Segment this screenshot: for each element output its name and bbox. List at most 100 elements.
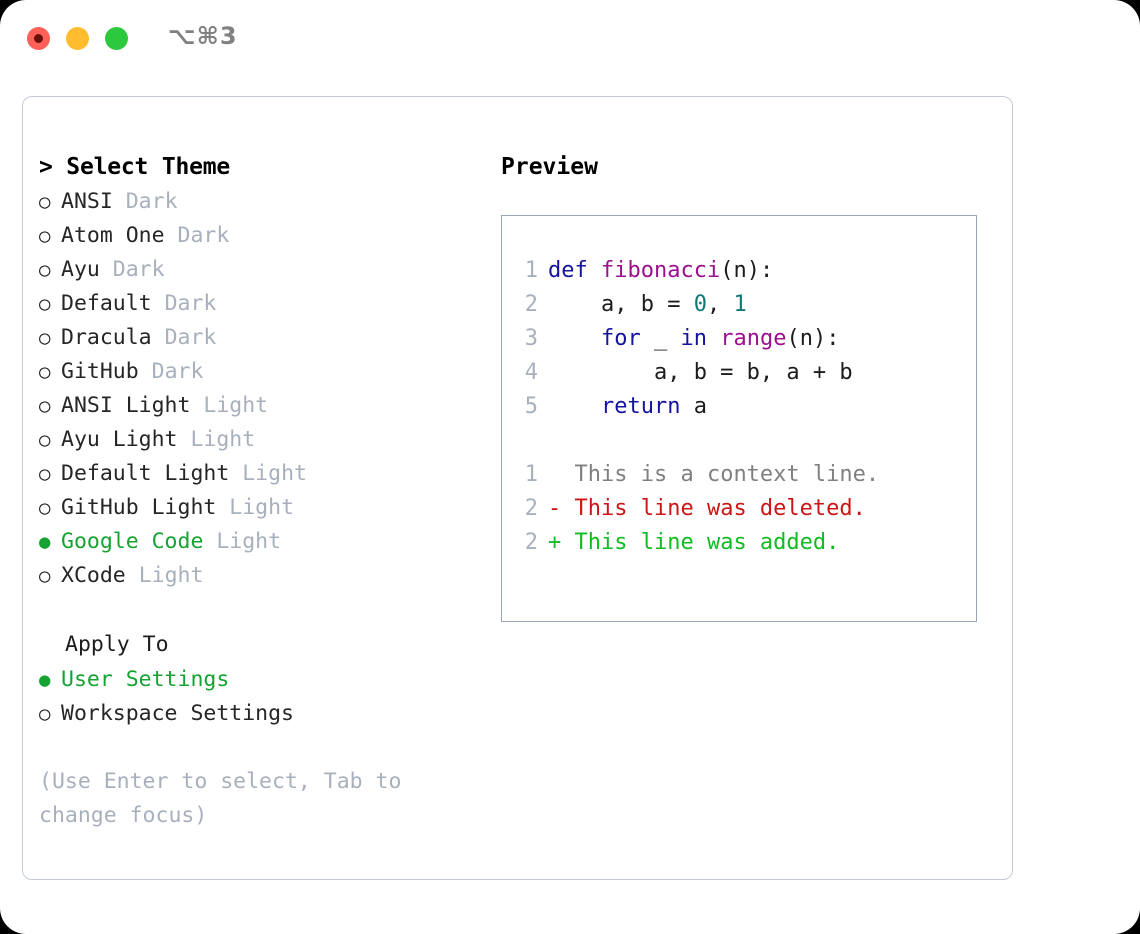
radio-unselected-icon: ○ bbox=[39, 565, 51, 587]
line-number: 5 bbox=[524, 394, 538, 419]
theme-option-atom-one[interactable]: ○ Atom One Dark bbox=[39, 219, 479, 253]
theme-option-label: ANSI bbox=[61, 189, 113, 214]
radio-unselected-icon: ○ bbox=[39, 327, 51, 349]
diff-text: This is a context line. bbox=[574, 462, 880, 487]
apply-to-option-workspace-settings[interactable]: ○ Workspace Settings bbox=[39, 697, 479, 731]
theme-option-kind: Dark bbox=[164, 291, 217, 316]
code-token: , bbox=[706, 292, 734, 317]
code-token bbox=[707, 326, 720, 351]
theme-option-kind: Dark bbox=[125, 189, 178, 214]
code-line: 2 a, b = 0, 1 bbox=[516, 288, 853, 322]
diff-line: 2 + This line was added. bbox=[516, 526, 879, 560]
maximize-window-button[interactable] bbox=[105, 27, 128, 50]
radio-unselected-icon: ○ bbox=[39, 463, 51, 485]
theme-option-kind: Light bbox=[203, 393, 269, 418]
code-token: _ bbox=[640, 326, 681, 351]
select-theme-heading: > Select Theme bbox=[39, 154, 231, 180]
radio-unselected-icon: ○ bbox=[39, 429, 51, 451]
radio-selected-icon: ● bbox=[39, 669, 51, 691]
diff-sample: 1 This is a context line.2- This line wa… bbox=[516, 458, 879, 560]
apply-to-heading: Apply To bbox=[65, 632, 169, 657]
keyboard-shortcut-label: ⌥⌘3 bbox=[168, 22, 238, 50]
titlebar: ⌥⌘3 bbox=[0, 0, 1140, 76]
radio-unselected-icon: ○ bbox=[39, 361, 51, 383]
code-line: 4 a, b = b, a + b bbox=[516, 356, 853, 390]
apply-to-section: Apply To ● User Settings ○ Workspace Settin… bbox=[39, 627, 479, 731]
diff-spacer bbox=[561, 530, 574, 555]
radio-unselected-icon: ○ bbox=[39, 191, 51, 213]
line-number: 1 bbox=[524, 462, 538, 487]
code-token: a bbox=[680, 394, 707, 419]
close-icon bbox=[34, 34, 43, 43]
theme-option-github[interactable]: ○ GitHub Dark bbox=[39, 355, 479, 389]
theme-option-label: GitHub Light bbox=[61, 495, 217, 520]
theme-option-label: Atom One bbox=[61, 223, 165, 248]
line-number: 3 bbox=[524, 326, 538, 351]
code-token bbox=[548, 326, 601, 351]
diff-marker: + bbox=[548, 530, 562, 555]
code-token: return bbox=[600, 394, 681, 419]
theme-option-kind: Light bbox=[190, 427, 256, 452]
theme-option-default[interactable]: ○ Default Dark bbox=[39, 287, 479, 321]
theme-option-ayu[interactable]: ○Ayu Dark bbox=[39, 253, 479, 287]
diff-spacer bbox=[561, 496, 574, 521]
diff-text: This line was added. bbox=[574, 530, 840, 555]
code-token: def bbox=[548, 258, 601, 283]
radio-unselected-icon: ○ bbox=[39, 703, 51, 725]
theme-option-label: Default Light bbox=[61, 461, 230, 486]
apply-to-option-label: Workspace Settings bbox=[61, 701, 294, 726]
code-token: in bbox=[680, 326, 707, 351]
diff-marker bbox=[548, 462, 561, 487]
theme-option-label: Dracula bbox=[61, 325, 152, 350]
minimize-window-button[interactable] bbox=[66, 27, 89, 50]
theme-option-kind: Dark bbox=[177, 223, 230, 248]
radio-unselected-icon: ○ bbox=[39, 225, 51, 247]
code-line: 5 return a bbox=[516, 390, 853, 424]
theme-option-kind: Light bbox=[242, 461, 307, 486]
theme-option-github-light[interactable]: ○GitHub Light Light bbox=[39, 491, 479, 525]
radio-unselected-icon: ○ bbox=[39, 395, 51, 417]
theme-option-label: Default bbox=[61, 291, 152, 316]
line-number: 2 bbox=[524, 496, 538, 521]
theme-option-ansi-light[interactable]: ○ANSI Light Light bbox=[39, 389, 479, 423]
theme-option-xcode[interactable]: ○ XCode Light bbox=[39, 559, 479, 593]
line-number: 2 bbox=[524, 530, 538, 555]
radio-selected-icon: ● bbox=[39, 531, 51, 553]
theme-option-google-code[interactable]: ●Google Code Light bbox=[39, 525, 479, 559]
apply-to-option-label: User Settings bbox=[61, 667, 230, 692]
theme-option-ansi[interactable]: ○ ANSI Dark bbox=[39, 185, 479, 219]
theme-option-default-light[interactable]: ○ Default Light Light bbox=[39, 457, 479, 491]
theme-option-label: Google Code bbox=[61, 529, 204, 554]
line-number: 4 bbox=[524, 360, 538, 385]
main-panel: > Select Theme ○ANSI Dark○Atom One Dark○… bbox=[22, 96, 1013, 880]
diff-line: 1 This is a context line. bbox=[516, 458, 879, 492]
code-token: a, b = bbox=[548, 292, 694, 317]
theme-option-kind: Dark bbox=[151, 359, 204, 384]
code-token bbox=[548, 394, 601, 419]
theme-option-label: GitHub bbox=[61, 359, 139, 384]
code-token: a, b = b, a + b bbox=[548, 360, 853, 385]
code-token: 1 bbox=[733, 292, 747, 317]
radio-unselected-icon: ○ bbox=[39, 293, 51, 315]
diff-line: 2- This line was deleted. bbox=[516, 492, 879, 526]
theme-option-label: Ayu bbox=[61, 257, 100, 282]
line-number: 1 bbox=[524, 258, 538, 283]
theme-option-kind: Light bbox=[138, 563, 204, 588]
diff-text: This line was deleted. bbox=[574, 496, 866, 521]
theme-option-dracula[interactable]: ○ Dracula Dark bbox=[39, 321, 479, 355]
apply-to-option-user-settings[interactable]: ● User Settings bbox=[39, 663, 479, 697]
theme-option-ayu-light[interactable]: ○Ayu Light Light bbox=[39, 423, 479, 457]
theme-option-label: XCode bbox=[61, 563, 126, 588]
code-token: fibonacci bbox=[600, 258, 721, 283]
line-number: 2 bbox=[524, 292, 538, 317]
preview-heading: Preview bbox=[501, 154, 598, 180]
theme-option-kind: Dark bbox=[112, 257, 165, 282]
radio-unselected-icon: ○ bbox=[39, 497, 51, 519]
apply-to-list: ● User Settings ○ Workspace Settings bbox=[39, 663, 479, 731]
code-token: for bbox=[600, 326, 641, 351]
theme-option-kind: Dark bbox=[164, 325, 217, 350]
